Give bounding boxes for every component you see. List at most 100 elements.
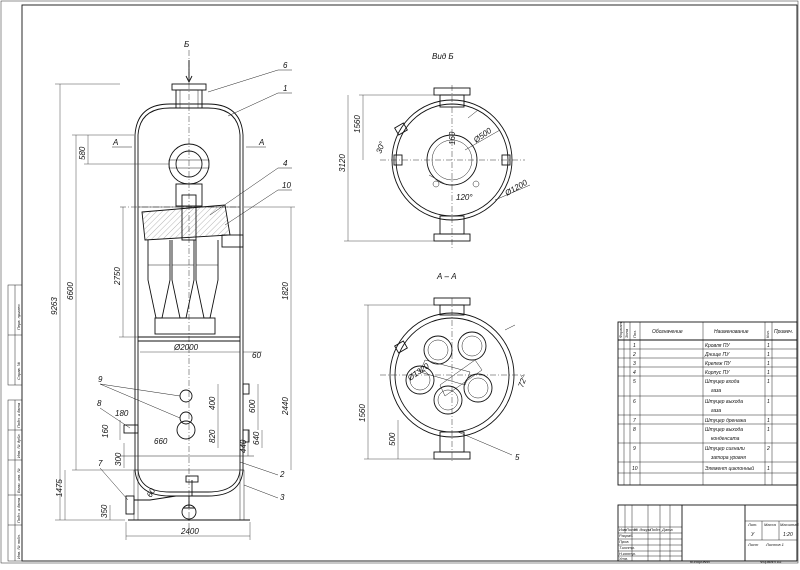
spec-row: 10 Элемент циклонный 1 (618, 465, 797, 474)
spec-row: 4 Корпус ПУ 1 (618, 370, 797, 377)
spec-h-note: Примеч. (774, 329, 793, 335)
spec-pos: 10 (632, 466, 638, 472)
spec-name: Крепеж ПУ (705, 361, 731, 367)
dim-350: 350 (100, 504, 109, 518)
spec-name-2: конденсата (711, 436, 740, 442)
spec-qty: 1 (767, 466, 770, 472)
dim-180: 180 (115, 409, 129, 418)
dim-v-160: 160 (448, 131, 457, 145)
main-vessel-view: Б А А (50, 40, 295, 540)
dim-v-3120: 3120 (338, 154, 347, 172)
spec-pos: 1 (633, 343, 636, 349)
dim-580: 580 (78, 146, 87, 160)
dim-660: 660 (154, 437, 168, 446)
stamp-inv-dup: Инв. № дубл. (16, 433, 21, 458)
dim-a-1560: 1560 (358, 404, 367, 422)
stamp-first-use: Перв. примен. (16, 303, 21, 330)
title-block: Изм Лист № докум. Подп. Дата Разраб. Про… (617, 504, 799, 562)
spec-qty: 1 (767, 370, 770, 376)
view-b: Вид Б 1560 3120 30° 160 Ø500 Ø1200 12 (338, 52, 531, 248)
dim-60a: 60 (252, 351, 261, 360)
spec-name: Днище ПУ (704, 352, 730, 358)
spec-qty: 1 (767, 361, 770, 367)
spec-qty: 1 (767, 418, 770, 424)
dim-1820: 1820 (281, 282, 290, 300)
callout-2: 2 (279, 470, 285, 479)
view-b-title: Вид Б (432, 52, 454, 61)
dim-2750: 2750 (113, 267, 122, 286)
spec-row: 3 Крепеж ПУ 1 (618, 361, 797, 368)
stamp-replace-inv: Взам. инв. № (16, 468, 21, 493)
tb-h-sign: Подп. (650, 527, 661, 532)
spec-qty: 1 (767, 379, 770, 385)
spec-table: Формат Зона Поз. Обозначение Наименовани… (617, 321, 798, 486)
tb-tech-control: Т.контр. (619, 545, 635, 550)
top-view-mark: Б (184, 40, 189, 49)
dim-v-1560: 1560 (353, 115, 362, 133)
tb-lit-value: У (751, 532, 755, 538)
spec-row: 9 Штуцер сигнали затора уровня 2 (618, 446, 797, 463)
dim-9263: 9263 (50, 297, 59, 315)
tb-h-docno: № докум. (634, 527, 652, 532)
spec-qty: 1 (767, 399, 770, 405)
spec-name-2: газа (711, 388, 721, 394)
callout-6: 6 (283, 61, 288, 70)
stamp-ref-no: Справ. № (16, 361, 21, 380)
dim-6600: 6600 (66, 282, 75, 300)
dim-1475: 1475 (55, 479, 64, 497)
label-format: Формат А1 (760, 559, 782, 564)
spec-name: Кровля ПУ (705, 343, 730, 349)
callout-10: 10 (282, 181, 291, 190)
dim-640: 640 (252, 431, 261, 445)
callout-1: 1 (283, 84, 287, 93)
spec-pos: 3 (633, 361, 636, 367)
callout-5: 5 (515, 453, 520, 462)
spec-name-2: затора уровня (710, 455, 746, 461)
main-dimensions: 9263 6600 580 2750 1475 350 160 300 180 … (50, 83, 295, 540)
dim-600: 600 (248, 399, 257, 413)
spec-pos: 4 (633, 370, 636, 376)
spec-name: Элемент циклонный (705, 465, 754, 472)
spec-h-pos: Поз. (632, 330, 637, 338)
spec-pos: 8 (633, 427, 636, 433)
spec-row: 7 Штуцер дренажа 1 (618, 418, 797, 425)
spec-pos: 2 (632, 352, 636, 358)
spec-row: 1 Кровля ПУ 1 (618, 343, 797, 350)
tb-h-sheet: Лист (625, 527, 637, 532)
dim-160: 160 (101, 424, 110, 438)
dim-300: 300 (114, 452, 123, 466)
tb-h-change: Изм (619, 527, 627, 532)
tb-developer: Разраб. (619, 533, 633, 538)
spec-h-qty: Кол. (765, 330, 770, 338)
dim-820: 820 (208, 429, 217, 443)
spec-name: Штуцер выхода (705, 427, 743, 433)
tb-checker: Пров. (619, 539, 630, 544)
callout-8: 8 (97, 399, 102, 408)
dim-d2000: Ø2000 (173, 343, 199, 352)
spec-h-name: Наименование (714, 329, 749, 335)
spec-pos: 6 (633, 399, 636, 405)
inner-frame (21, 4, 798, 562)
callout-7: 7 (98, 459, 103, 468)
stamp-inv-orig: Инв. № подл. (16, 534, 21, 559)
spec-name: Штуцер сигнали (705, 446, 745, 452)
dim-60b: 60 (145, 486, 158, 499)
dim-v-1200: Ø1200 (503, 178, 530, 199)
tb-mass: Масса (764, 522, 777, 527)
side-stamp: Перв. примен. Справ. № Подп. и дата Инв.… (7, 284, 23, 562)
spec-name: Штуцер выхода (705, 399, 743, 405)
dim-v-30: 30° (374, 139, 387, 154)
spec-name: Корпус ПУ (705, 370, 730, 376)
spec-pos: 9 (633, 446, 636, 452)
cut-mark-right: А (258, 138, 264, 147)
spec-h-format: Формат (618, 321, 623, 338)
spec-qty: 1 (767, 343, 770, 349)
tb-sheet-label: Лист (747, 542, 759, 547)
callout-4: 4 (283, 159, 288, 168)
callout-3: 3 (280, 493, 285, 502)
spec-row: 8 Штуцер выхода конденсата 1 (618, 427, 797, 444)
dim-v-120: 120° (456, 193, 473, 202)
tb-norm-control: Н.контр. (619, 551, 636, 556)
